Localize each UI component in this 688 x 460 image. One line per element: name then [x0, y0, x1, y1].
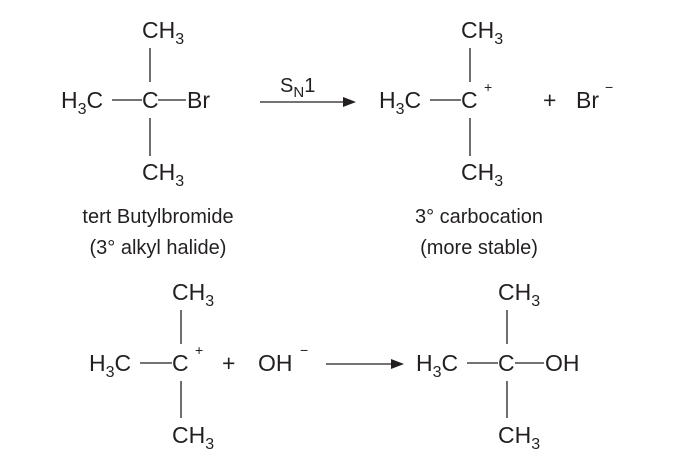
methyl-group-top: CH3 [461, 17, 503, 48]
tert-butyl-carbocation-structure: CH3 H3C C + CH3 [379, 17, 503, 190]
reactant-name: tert Butylbromide [82, 206, 233, 228]
central-carbon: C [142, 87, 159, 113]
bromine-atom: Br [187, 87, 210, 113]
carbocation-reactant-structure: CH3 H3C C + CH3 [89, 279, 214, 453]
central-carbon: C [498, 350, 515, 376]
methyl-group-bottom: CH3 [461, 159, 503, 190]
methyl-group-top: CH3 [172, 279, 214, 310]
methyl-group-bottom: CH3 [172, 422, 214, 453]
bromide-ion: Br − [576, 79, 613, 113]
product-caption: 3° carbocation (more stable) [415, 206, 543, 259]
hydroxide-symbol: OH [258, 350, 293, 376]
arrow-head-icon [343, 97, 356, 107]
plus-sign: + [222, 350, 235, 376]
positive-charge: + [484, 79, 492, 95]
tert-butyl-bromide-structure: CH3 H3C C Br CH3 [61, 17, 210, 190]
negative-charge: − [605, 79, 613, 95]
tert-butyl-alcohol-structure: CH3 H3C C OH CH3 [416, 279, 580, 453]
plus-sign: + [543, 87, 556, 113]
central-carbon: C [461, 87, 478, 113]
product-note: (more stable) [420, 237, 538, 259]
positive-charge: + [195, 342, 203, 358]
methyl-group-left: H3C [379, 87, 421, 118]
negative-charge: − [300, 342, 308, 358]
hydroxyl-group: OH [545, 350, 580, 376]
product-name: 3° carbocation [415, 206, 543, 228]
methyl-group-bottom: CH3 [498, 422, 540, 453]
reactant-caption: tert Butylbromide (3° alkyl halide) [82, 206, 233, 259]
reactant-class: (3° alkyl halide) [90, 237, 227, 259]
sn1-label: SN1 [280, 75, 315, 101]
arrow-head-icon [391, 359, 404, 369]
reaction-arrow [326, 359, 404, 369]
methyl-group-left: H3C [61, 87, 103, 118]
methyl-group-bottom: CH3 [142, 159, 184, 190]
bromide-symbol: Br [576, 87, 599, 113]
central-carbon: C [172, 350, 189, 376]
hydroxide-ion: OH − [258, 342, 308, 376]
sn1-reaction-arrow: SN1 [260, 75, 356, 107]
methyl-group-left: H3C [416, 350, 458, 381]
methyl-group-left: H3C [89, 350, 131, 381]
methyl-group-top: CH3 [142, 17, 184, 48]
methyl-group-top: CH3 [498, 279, 540, 310]
